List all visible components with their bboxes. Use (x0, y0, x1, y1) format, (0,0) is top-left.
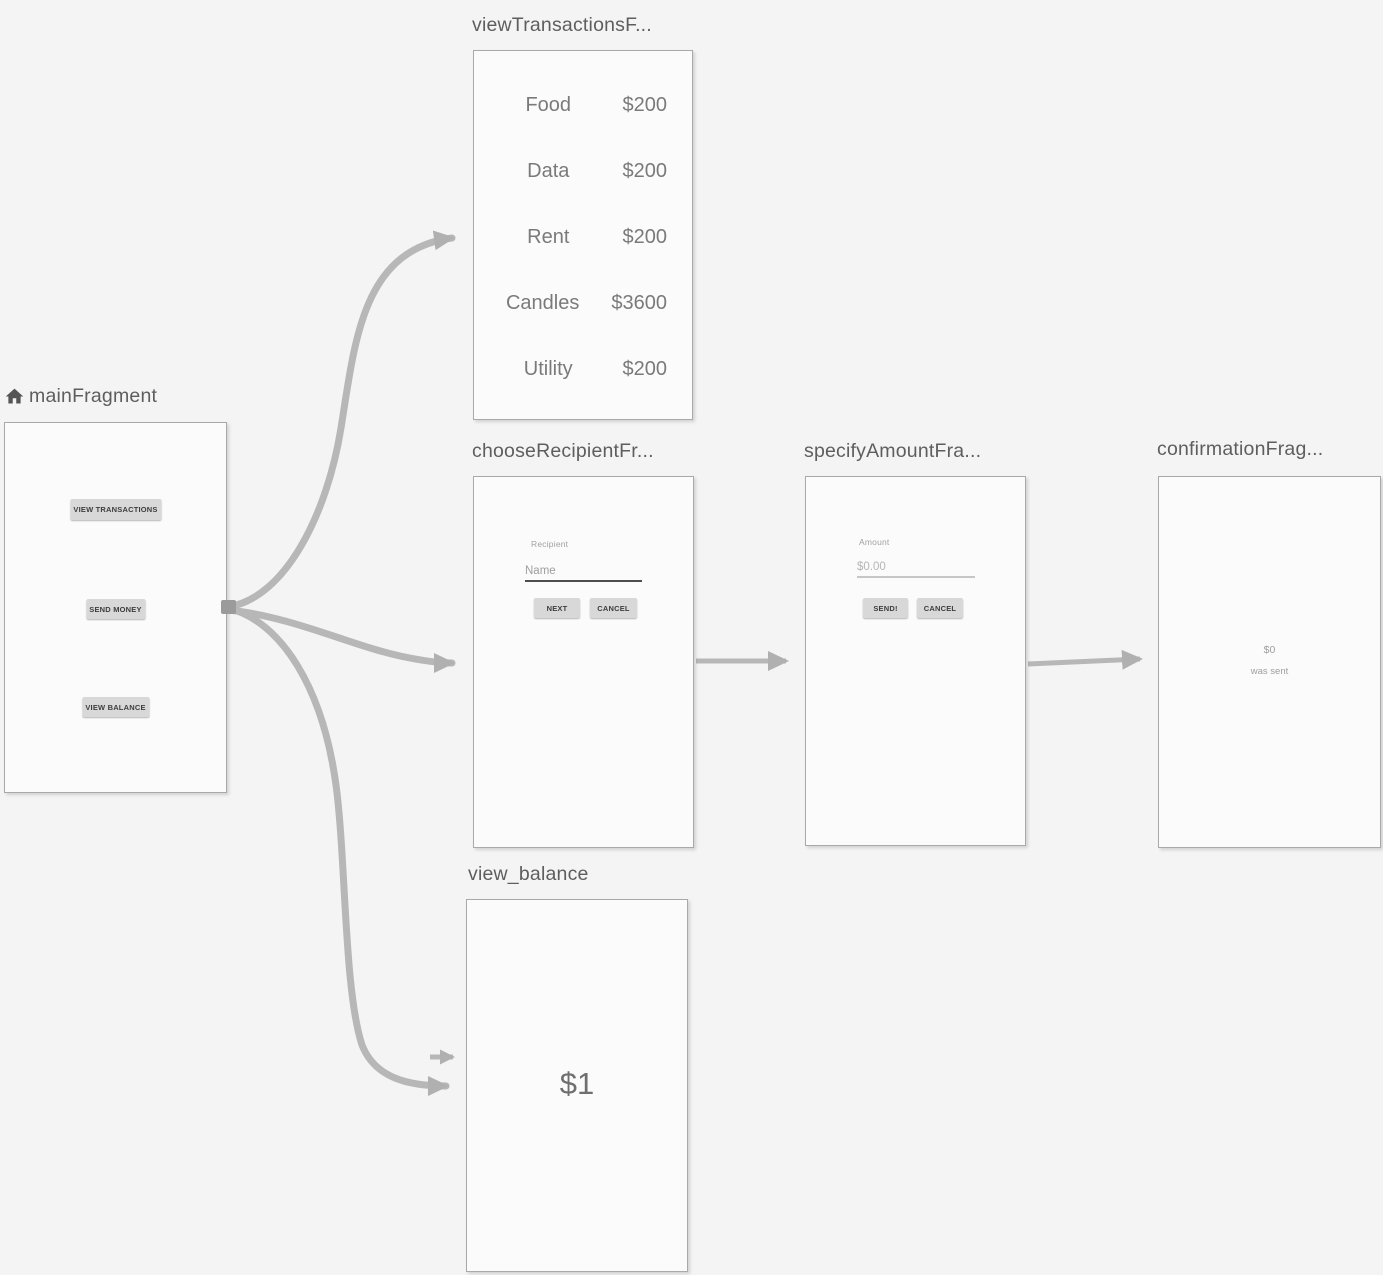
transaction-amount: $200 (622, 93, 668, 116)
fragment-card-choose-recipient[interactable]: Recipient Name NEXT CANCEL (473, 476, 694, 848)
recipient-name-input[interactable]: Name (525, 565, 556, 577)
action-main-to-view-transactions[interactable] (224, 230, 456, 611)
transaction-label: Utility (523, 357, 573, 380)
action-main-to-choose-recipient[interactable] (224, 606, 456, 673)
transaction-label: Rent (527, 225, 570, 248)
confirmation-message: was sent (1250, 666, 1289, 677)
recipient-input-underline (525, 580, 642, 582)
home-icon (4, 386, 25, 407)
fragment-title-choose-recipient: chooseRecipientFr... (472, 440, 654, 462)
view-balance-button[interactable]: VIEW BALANCE (82, 697, 149, 717)
transaction-list: Food $200 Data $200 Rent $200 Candles $3… (474, 51, 692, 402)
transaction-row: Candles $3600 (474, 270, 692, 336)
fragment-card-specify-amount[interactable]: Amount $0.00 SEND! CANCEL (805, 476, 1026, 846)
recipient-field-label: Recipient (531, 539, 569, 549)
action-main-to-view-balance[interactable] (224, 604, 450, 1096)
next-button[interactable]: NEXT (534, 598, 580, 618)
amount-input[interactable]: $0.00 (857, 561, 886, 573)
transaction-amount: $200 (622, 225, 668, 248)
amount-field-label: Amount (859, 537, 890, 547)
send-money-button[interactable]: SEND MONEY (86, 599, 145, 619)
transaction-amount: $3600 (611, 291, 667, 314)
fragment-card-view-balance[interactable]: $1 (466, 899, 688, 1272)
fragment-title-view-transactions: viewTransactionsF... (472, 14, 652, 36)
transaction-row: Data $200 (474, 138, 692, 204)
fragment-title-specify-amount: specifyAmountFra... (804, 440, 982, 462)
transaction-label: Food (525, 93, 572, 116)
fragment-title-main: mainFragment (4, 385, 157, 408)
transaction-row: Utility $200 (474, 336, 692, 402)
transaction-label: Candles (505, 291, 580, 314)
transaction-row: Rent $200 (474, 204, 692, 270)
fragment-card-view-transactions[interactable]: Food $200 Data $200 Rent $200 Candles $3… (473, 50, 693, 420)
cancel-button[interactable]: CANCEL (590, 598, 637, 618)
send-button[interactable]: SEND! (863, 598, 908, 618)
transaction-row: Food $200 (474, 72, 692, 138)
fragment-title-view-balance: view_balance (468, 863, 589, 885)
transaction-amount: $200 (622, 159, 668, 182)
cancel-button[interactable]: CANCEL (917, 598, 963, 618)
fragment-card-main[interactable]: VIEW TRANSACTIONS SEND MONEY VIEW BALANC… (4, 422, 227, 793)
fragment-card-confirmation[interactable]: $0 was sent (1158, 476, 1381, 848)
fragment-title-confirmation: confirmationFrag... (1157, 438, 1324, 460)
transaction-amount: $200 (622, 357, 668, 380)
confirmation-amount: $0 (1263, 644, 1276, 656)
amount-input-underline (857, 576, 975, 578)
action-connection-handle[interactable] (221, 600, 236, 614)
balance-amount: $1 (559, 1066, 595, 1101)
view-transactions-button[interactable]: VIEW TRANSACTIONS (70, 499, 161, 520)
action-specify-amount-to-confirmation[interactable] (1027, 649, 1143, 670)
transaction-label: Data (527, 159, 570, 182)
